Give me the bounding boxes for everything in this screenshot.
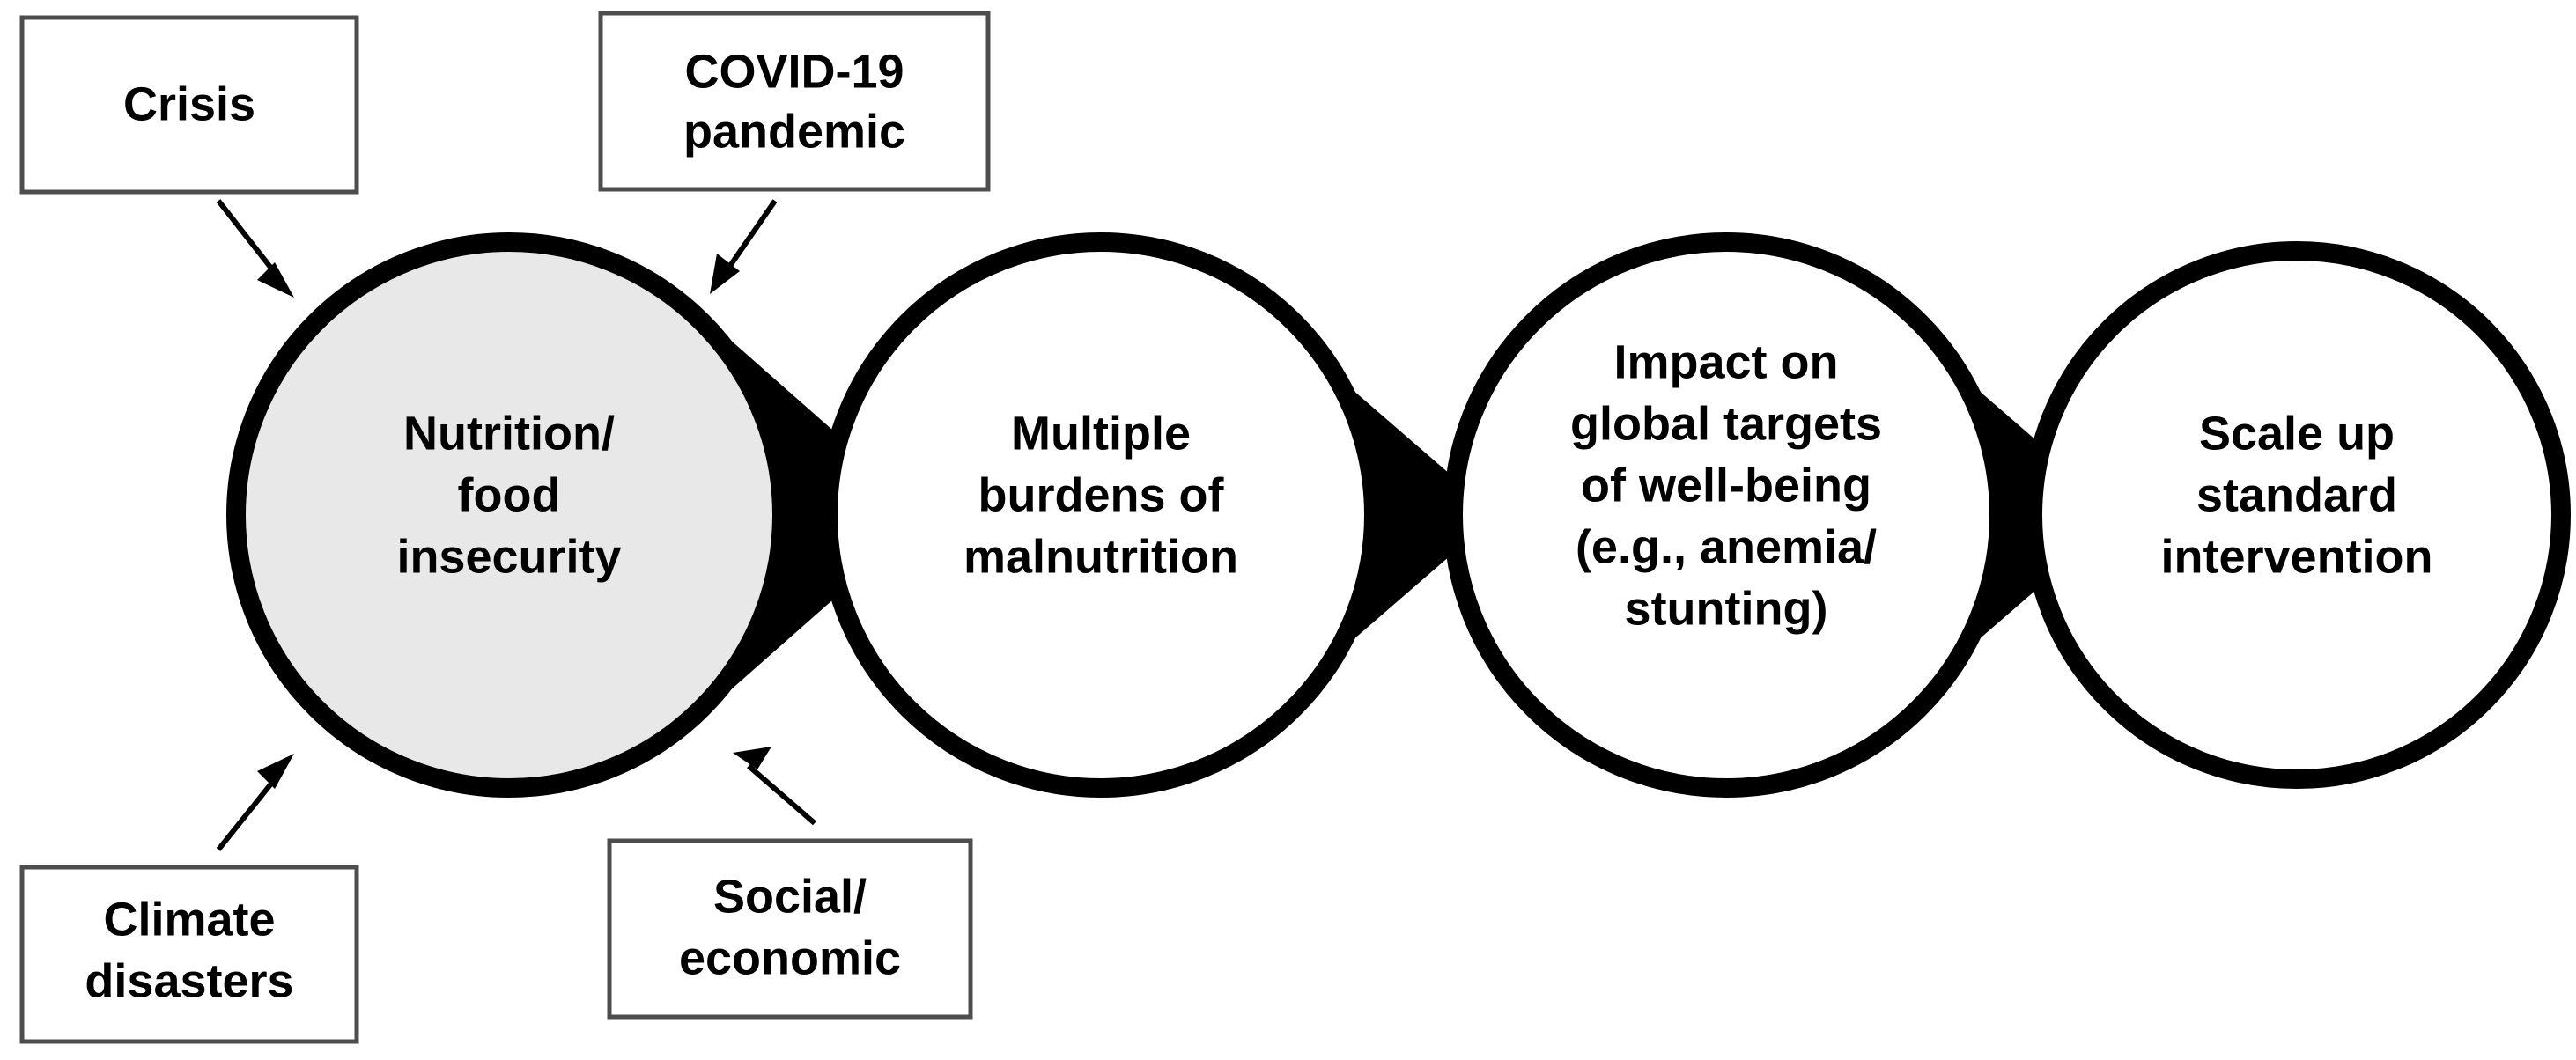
stage-circle-impact-on-global-targets[interactable]: Impact on global targets of well-being (… xyxy=(1443,232,2009,798)
arrow-climate-to-stage1 xyxy=(216,754,294,851)
stage-label-line: Multiple xyxy=(1011,407,1191,460)
stage-label-line: stunting) xyxy=(1625,582,1828,635)
connector-line xyxy=(747,763,816,826)
driver-box-climate-disasters[interactable]: Climate disasters xyxy=(19,865,359,1044)
stage-label-line: food xyxy=(458,468,561,521)
stage-label-line: (e.g., anemia/ xyxy=(1576,520,1877,573)
stage-circle-shape xyxy=(818,232,1384,798)
driver-box-shape xyxy=(598,11,991,192)
stage-label-line: insecurity xyxy=(396,530,621,583)
driver-box-label: economic xyxy=(679,931,901,984)
stage-label-line: of well-being xyxy=(1581,459,1871,512)
driver-box-shape xyxy=(19,15,359,195)
stage-circle-shape xyxy=(1443,232,2009,798)
stage-label-line: global targets xyxy=(1570,397,1882,450)
stage-label-line: intervention xyxy=(2160,530,2432,583)
arrow-head-icon xyxy=(257,754,294,789)
driver-box-label: COVID-19 xyxy=(684,45,904,98)
stage-circle-shape xyxy=(226,232,792,798)
stage-label-line: Scale up xyxy=(2199,407,2395,460)
stage-circle-scale-up-standard-intervention[interactable]: Scale up standard intervention xyxy=(2023,241,2571,789)
stage-circle-multiple-burdens-of-malnutrition[interactable]: Multiple burdens of malnutrition xyxy=(818,232,1384,798)
arrow-crisis-to-stage1 xyxy=(216,199,294,298)
arrow-covid-to-stage1 xyxy=(710,199,778,294)
driver-box-label: Crisis xyxy=(123,77,255,130)
driver-box-crisis[interactable]: Crisis xyxy=(19,15,359,195)
driver-box-shape xyxy=(19,865,359,1044)
stage-label-line: Impact on xyxy=(1613,335,1838,388)
stage-label-line: malnutrition xyxy=(963,530,1238,583)
stage-label-line: standard xyxy=(2196,468,2397,521)
driver-box-label: disasters xyxy=(85,954,293,1007)
driver-box-label: Social/ xyxy=(713,870,867,923)
driver-box-shape xyxy=(607,838,973,1020)
arrow-head-icon xyxy=(257,262,294,298)
driver-box-label: Climate xyxy=(103,893,275,946)
stage-label-line: Nutrition/ xyxy=(403,407,615,460)
stage-circle-shape xyxy=(2023,241,2571,789)
arrow-head-icon xyxy=(733,747,771,769)
stage-label-line: burdens of xyxy=(978,468,1225,521)
driver-box-social-economic[interactable]: Social/ economic xyxy=(607,838,973,1020)
driver-box-label: pandemic xyxy=(683,105,905,158)
stage-circle-nutrition-food-insecurity[interactable]: Nutrition/ food insecurity xyxy=(226,232,792,798)
driver-box-covid-19-pandemic[interactable]: COVID-19 pandemic xyxy=(598,11,991,192)
arrow-head-icon xyxy=(710,254,740,294)
arrow-social-to-stage1 xyxy=(733,747,816,826)
